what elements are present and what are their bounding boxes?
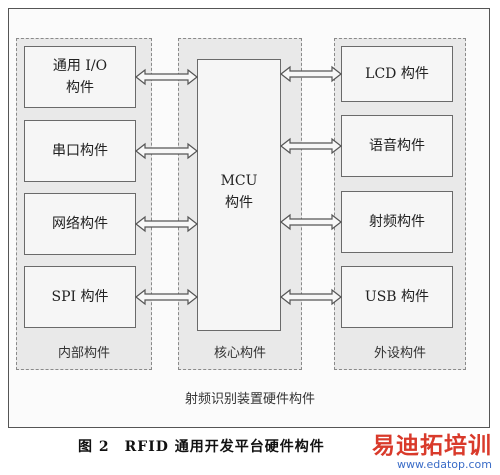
figure-caption: 图 2 RFID 通用开发平台硬件构件: [78, 439, 325, 455]
watermark-logo: 易迪拓培训: [372, 433, 492, 459]
network-component-label: 网络构件: [52, 216, 108, 232]
outer-frame-label: 射频识别装置硬件构件: [184, 392, 315, 407]
gpio-component-box: 通用 I/O 构件: [24, 46, 136, 108]
watermark: 易迪拓培训 www.edatop.com: [372, 426, 492, 471]
serial-component-label: 串口构件: [52, 143, 108, 159]
internal-components-label: 内部构件: [57, 346, 110, 361]
serial-component-box: 串口构件: [24, 120, 136, 182]
spi-component-box: SPI 构件: [24, 266, 136, 328]
spi-component-label: SPI 构件: [51, 289, 109, 305]
mcu-component-line2: 构件: [224, 195, 253, 211]
gpio-component-line2: 构件: [66, 80, 94, 96]
voice-component-label: 语音构件: [369, 138, 425, 154]
rf-component-box: 射频构件: [341, 191, 453, 253]
gpio-component-line1: 通用 I/O: [52, 58, 108, 74]
watermark-url: www.edatop.com: [397, 458, 492, 471]
mcu-component-box: MCU 构件: [197, 59, 281, 331]
network-component-box: 网络构件: [24, 193, 136, 255]
lcd-component-box: LCD 构件: [341, 46, 453, 102]
peripheral-components-label: 外设构件: [373, 346, 426, 361]
voice-component-box: 语音构件: [341, 115, 453, 177]
lcd-component-label: LCD 构件: [365, 66, 429, 82]
usb-component-label: USB 构件: [364, 289, 430, 305]
mcu-component-line1: MCU: [220, 173, 258, 189]
core-components-label: 核心构件: [213, 346, 266, 361]
usb-component-box: USB 构件: [341, 266, 453, 328]
rf-component-label: 射频构件: [369, 214, 425, 230]
